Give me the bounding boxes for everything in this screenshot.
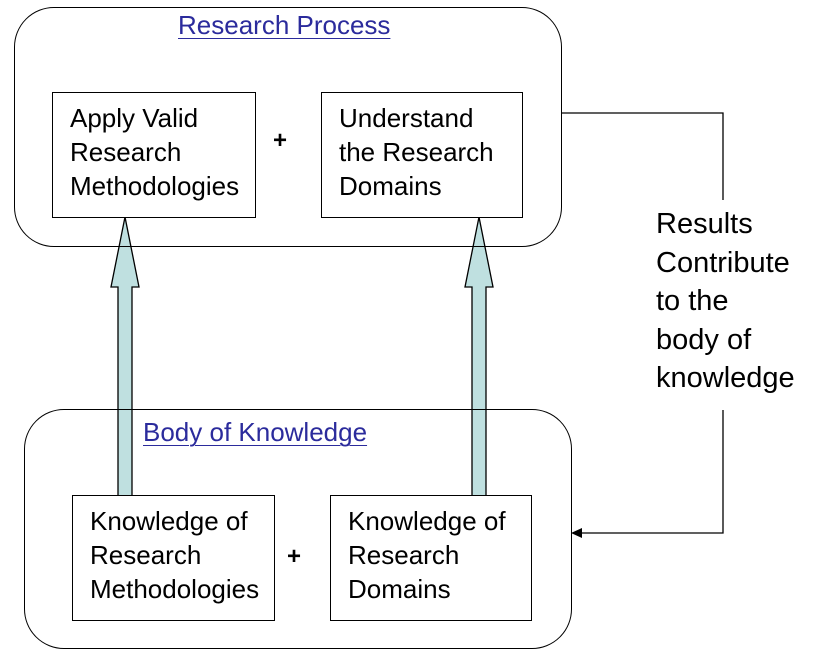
plus-operator: + [287, 543, 302, 570]
note-line: to the [656, 285, 729, 317]
body-of-knowledge-group [24, 409, 572, 649]
apply-methodologies-box: Apply Valid Research Methodologies [52, 92, 256, 218]
research-process-group [14, 7, 562, 247]
box-line: Knowledge of [348, 506, 506, 536]
note-line: knowledge [656, 362, 795, 394]
feedback-arrowhead [571, 528, 582, 538]
note-line: Results [656, 208, 753, 240]
body-of-knowledge-title: Body of Knowledge [141, 417, 370, 448]
knowledge-domains-box: Knowledge of Research Domains [330, 495, 532, 621]
note-line: body of [656, 323, 752, 356]
box-line: Research [348, 540, 460, 570]
box-line: Domains [339, 171, 442, 201]
box-line: Understand [339, 103, 474, 133]
box-line: Apply Valid [70, 103, 199, 133]
feedback-connector-lower [582, 410, 724, 534]
feedback-note: Results Contribute to the body of knowle… [656, 205, 795, 398]
understand-domains-box: Understand the Research Domains [321, 92, 523, 218]
box-line: Methodologies [90, 574, 260, 604]
box-line: Research [90, 540, 202, 570]
note-line: Contribute [656, 246, 790, 279]
research-process-title: Research Process [178, 10, 391, 40]
box-line: Domains [348, 574, 451, 604]
feedback-connector [562, 112, 724, 200]
box-line: Methodologies [70, 171, 240, 201]
box-line: Research [70, 137, 182, 167]
box-line: the Research [339, 137, 494, 167]
knowledge-methodologies-box: Knowledge of Research Methodologies [72, 495, 275, 621]
box-line: Knowledge of [90, 506, 248, 536]
plus-operator: + [273, 127, 288, 154]
